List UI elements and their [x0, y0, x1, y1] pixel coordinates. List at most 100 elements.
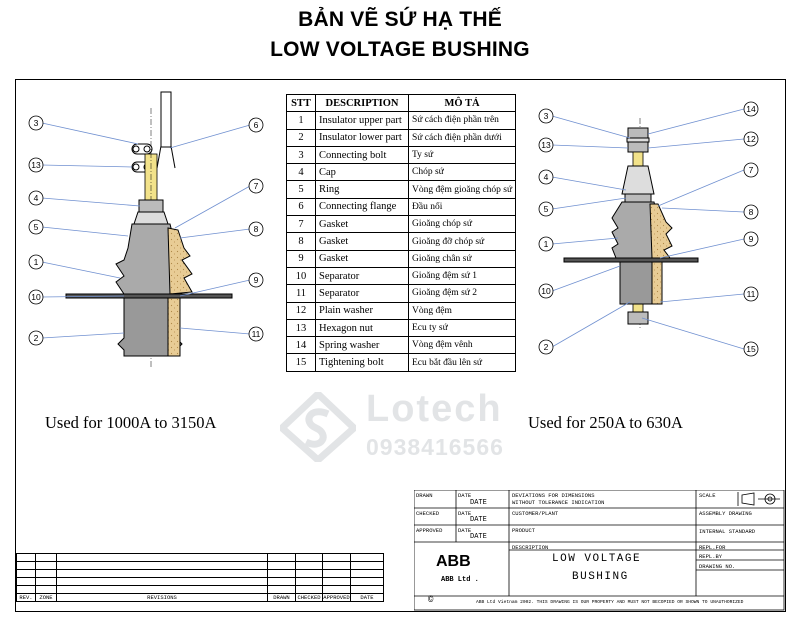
- part-number: 1: [286, 111, 316, 130]
- rev-header-zone: ZONE: [35, 593, 57, 602]
- header-description: DESCRIPTION: [315, 93, 409, 113]
- part-number: 3: [286, 145, 316, 165]
- tb-drawing-no: DRAWING NO.: [699, 563, 736, 570]
- right-tank-plate: [563, 257, 699, 263]
- right-label-14: 14: [746, 104, 756, 114]
- part-mo-ta: Sứ cách điện phần dưới: [407, 128, 517, 147]
- tb-checked-date-label: DATE: [458, 510, 472, 517]
- title-vietnamese: BẢN VẼ SỨ HẠ THẾ: [298, 8, 502, 31]
- rev-header-date: DATE: [350, 593, 384, 602]
- left-tank-plate: [65, 293, 233, 299]
- part-description: Plain washer: [315, 301, 409, 320]
- left-label-9: 9: [254, 275, 259, 285]
- right-label-13: 13: [541, 140, 551, 150]
- left-label-10: 10: [31, 292, 41, 302]
- part-description: Gasket: [315, 249, 409, 268]
- part-description: Ring: [315, 180, 409, 199]
- part-mo-ta: Gioăng chân sứ: [407, 249, 517, 268]
- left-insulator-upper: [115, 223, 193, 295]
- part-description: Insulator lower part: [315, 128, 409, 147]
- rev-header-approved: APPROVED: [322, 593, 351, 602]
- header-stt: STT: [286, 93, 316, 113]
- rev-header-revisions: REVISIONS: [56, 593, 268, 602]
- part-mo-ta: Vòng đệm gioăng chóp sứ: [407, 180, 517, 199]
- tb-checked: CHECKED: [416, 510, 440, 517]
- tb-copyright: ABB Ltd Vietnam 2002. THIS DRAWING IS OU…: [476, 600, 744, 605]
- part-mo-ta: Đầu nối: [407, 197, 517, 217]
- part-number: 13: [286, 318, 316, 338]
- right-label-1: 1: [544, 239, 549, 249]
- tb-description-line-1: LOW VOLTAGE: [552, 553, 642, 565]
- part-mo-ta: Sứ cách điện phần trên: [407, 111, 517, 130]
- right-label-12: 12: [746, 134, 756, 144]
- right-label-15: 15: [746, 344, 756, 354]
- tb-deviations: DEVIATIONS FOR DIMENSIONS WITHOUT TOLERA…: [512, 492, 605, 506]
- part-number: 14: [286, 336, 316, 355]
- title-block: ABB: [414, 490, 785, 611]
- abb-logo: ABB: [436, 553, 471, 570]
- right-label-10: 10: [541, 286, 551, 296]
- part-description: Hexagon nut: [315, 318, 409, 338]
- watermark-name: Lotech: [366, 388, 503, 430]
- parts-table-header: STT DESCRIPTION MÔ TẢ: [286, 93, 517, 113]
- part-number: 11: [286, 284, 316, 303]
- left-usage-caption: Used for 1000A to 3150A: [45, 413, 217, 432]
- right-label-2: 2: [544, 342, 549, 352]
- right-cap: [621, 165, 655, 203]
- tb-drawn-date: DATE: [470, 499, 487, 507]
- watermark-phone: 0938416566: [366, 434, 504, 460]
- tb-customer: CUSTOMER/PLANT: [512, 510, 559, 517]
- right-label-9: 9: [749, 234, 754, 244]
- rev-header-rev: REV.: [16, 593, 36, 602]
- left-label-13: 13: [31, 160, 41, 170]
- tb-drawn-date-label: DATE: [458, 492, 472, 499]
- part-description: Cap: [315, 163, 409, 182]
- left-label-5: 5: [34, 222, 39, 232]
- header-mo-ta: MÔ TẢ: [407, 93, 517, 113]
- tb-approved-date: DATE: [470, 533, 487, 541]
- left-insulator-lower: [117, 297, 183, 357]
- tb-product: PRODUCT: [512, 527, 536, 534]
- tb-assembly-drawing: ASSEMBLY DRAWING: [699, 510, 752, 517]
- part-description: Insulator upper part: [315, 111, 409, 130]
- part-number: 2: [286, 128, 316, 147]
- part-mo-ta: Vòng đệm vênh: [407, 336, 517, 355]
- part-number: 8: [286, 232, 316, 251]
- part-description: Spring washer: [315, 336, 409, 355]
- part-mo-ta: Gioăng đệm sứ 2: [407, 284, 517, 303]
- tb-checked-date: DATE: [470, 516, 487, 524]
- left-cap: [133, 199, 169, 225]
- right-bushing-drawing: 3 14 13 12 4 7 5 8 1 9 10 11 2 15: [538, 101, 759, 357]
- left-label-3: 3: [34, 118, 39, 128]
- part-number: 15: [286, 353, 316, 372]
- tb-drawn: DRAWN: [416, 492, 433, 499]
- left-label-2: 2: [34, 333, 39, 343]
- tb-description-line-2: BUSHING: [572, 571, 629, 583]
- tb-scale: SCALE: [699, 492, 716, 499]
- tb-approved-date-label: DATE: [458, 527, 472, 534]
- part-number: 4: [286, 163, 316, 182]
- right-label-4: 4: [544, 172, 549, 182]
- part-mo-ta: Ty sứ: [407, 145, 517, 165]
- left-bushing-drawing: 3 6 13 7 4 8 5 1 9 10 2 11: [28, 91, 264, 368]
- watermark: Lotech 0938416566: [280, 388, 530, 468]
- part-mo-ta: Ecu ty sứ: [407, 318, 517, 338]
- tb-repl-for: REPL.FOR: [699, 544, 726, 551]
- part-mo-ta: Ecu bắt đầu lên sứ: [407, 353, 517, 372]
- part-description: Gasket: [315, 215, 409, 234]
- tb-approved: APPROVED: [416, 527, 443, 534]
- left-label-8: 8: [254, 224, 259, 234]
- left-label-7: 7: [254, 181, 259, 191]
